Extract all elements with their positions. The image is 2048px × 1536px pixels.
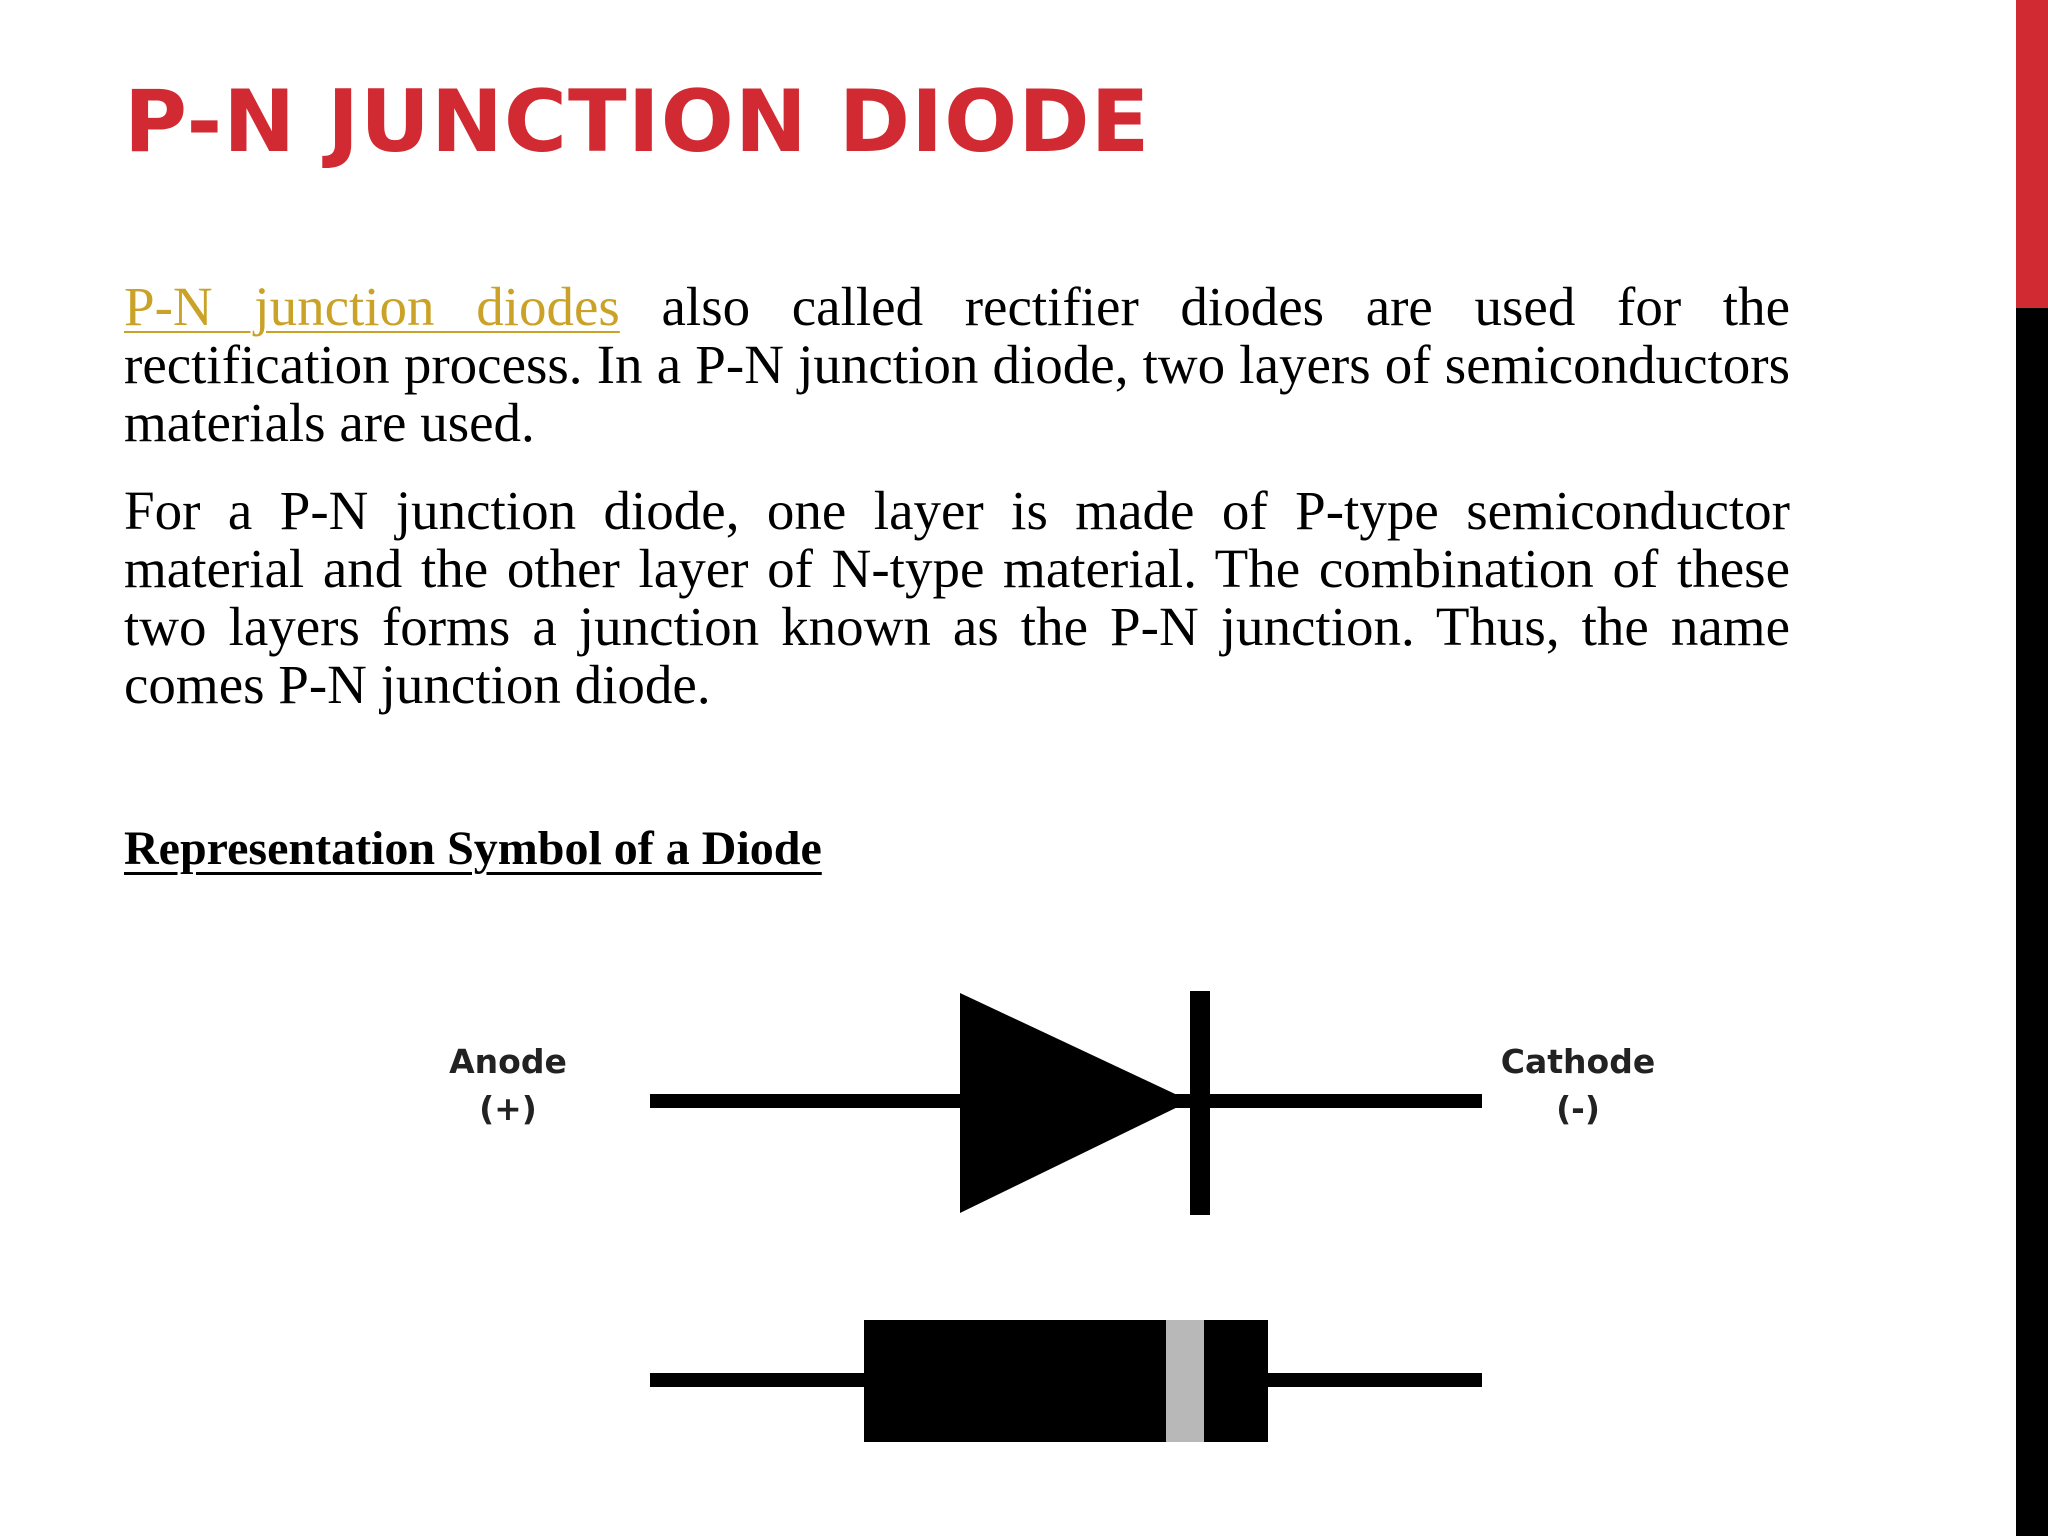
anode-label: Anode [449, 1042, 567, 1081]
cathode-sign: (-) [1556, 1089, 1600, 1128]
diode-diagram: Anode (+) Cathode (-) [449, 991, 1655, 1442]
slide-title: P-N JUNCTION DIODE [124, 72, 1151, 172]
component-body [864, 1320, 1268, 1442]
pn-junction-diodes-link[interactable]: P-N junction diodes [124, 276, 620, 337]
diode-component-illustration [650, 1320, 1482, 1442]
diode-triangle [960, 993, 1190, 1213]
accent-bar-red [2016, 0, 2048, 308]
anode-sign: (+) [479, 1089, 537, 1128]
cathode-bar [1190, 991, 1210, 1215]
paragraph-rectifier-text: also called rectifier diodes are used fo… [124, 276, 1790, 453]
diode-schematic-symbol [650, 991, 1482, 1215]
cathode-label: Cathode [1501, 1042, 1655, 1081]
paragraph-rectifier: P-N junction diodes also called rectifie… [124, 278, 1790, 452]
diode-symbol-heading: Representation Symbol of a Diode [124, 822, 822, 875]
paragraph-layers: For a P-N junction diode, one layer is m… [124, 480, 1790, 715]
accent-bar-black [2016, 308, 2048, 1536]
cathode-band [1166, 1320, 1204, 1442]
